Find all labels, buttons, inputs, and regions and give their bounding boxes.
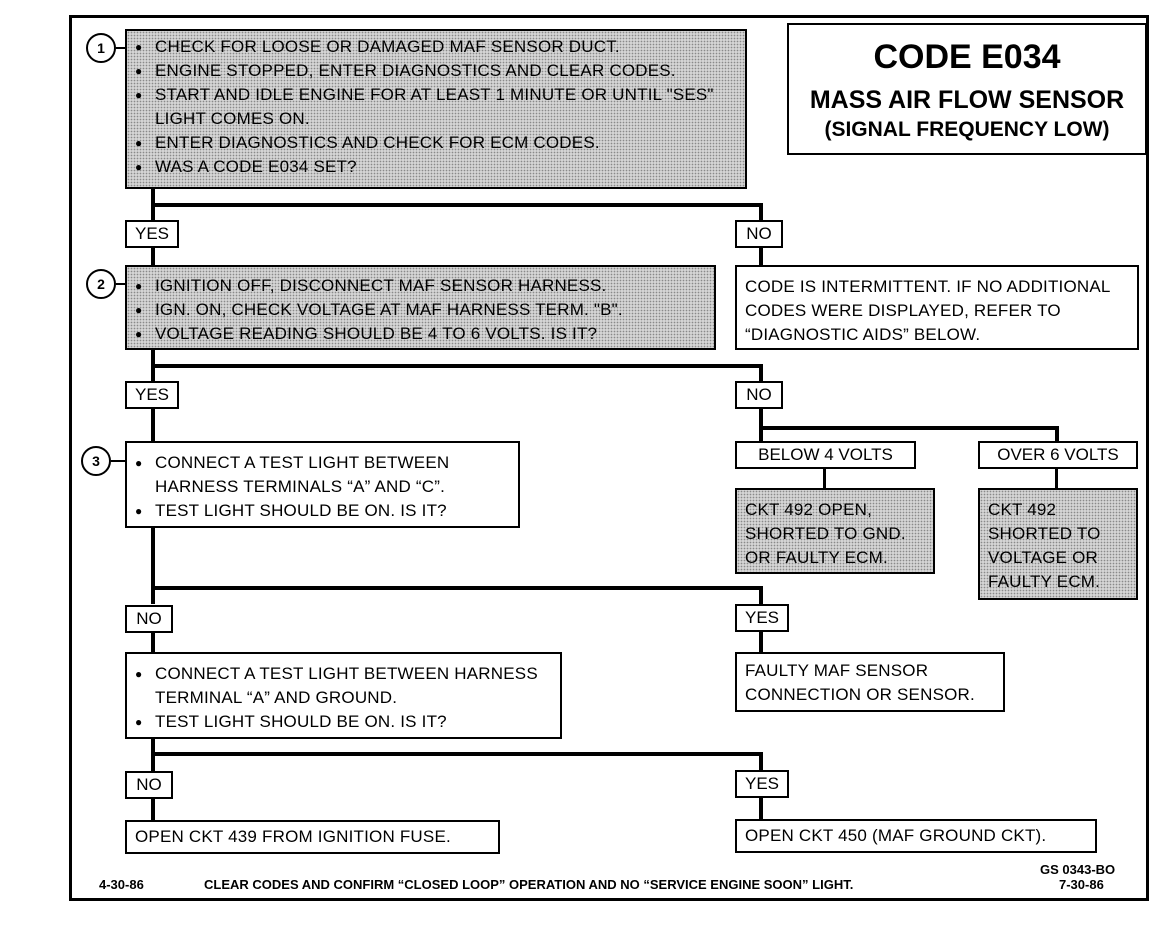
footer-date-right: 7-30-86 [1059,877,1104,892]
step-2-item: IGNITION OFF, DISCONNECT MAF SENSOR HARN… [127,274,714,298]
branch-line [151,409,155,441]
step-2-box: IGNITION OFF, DISCONNECT MAF SENSOR HARN… [125,265,716,350]
branch-line [151,248,155,266]
step-3-number: 3 [81,446,111,476]
step-1-item: ENTER DIAGNOSTICS AND CHECK FOR ECM CODE… [127,131,745,155]
step-1-item: ENGINE STOPPED, ENTER DIAGNOSTICS AND CL… [127,59,745,83]
no-label: NO [735,220,783,248]
code-title: CODE E034 [873,38,1061,76]
yes-label: YES [125,381,179,409]
branch-line [1055,426,1059,441]
over-6-volts-label: OVER 6 VOLTS [978,441,1138,469]
step-4-item: CONNECT A TEST LIGHT BETWEEN HARNESS TER… [127,662,560,710]
diagram-frame [69,15,1149,901]
faulty-maf-result: FAULTY MAF SENSOR CONNECTION OR SENSOR. [735,652,1005,712]
no-label: NO [735,381,783,409]
branch-line [759,248,763,266]
step-3-item: TEST LIGHT SHOULD BE ON. IS IT? [127,499,518,523]
no-label: NO [125,771,173,799]
footer-note: CLEAR CODES AND CONFIRM “CLOSED LOOP” OP… [204,877,854,892]
open-ckt450-result: OPEN CKT 450 (MAF GROUND CKT). [735,819,1097,853]
step-2-item: VOLTAGE READING SHOULD BE 4 TO 6 VOLTS. … [127,322,714,346]
footer-ref: GS 0343-BO [1040,862,1116,877]
ckt492-open-result: CKT 492 OPEN, SHORTED TO GND. OR FAULTY … [735,488,935,574]
branch-line [759,409,763,441]
step-1-number: 1 [86,33,116,63]
branch-line [151,799,155,820]
step-4-item: TEST LIGHT SHOULD BE ON. IS IT? [127,710,560,734]
branch-line [759,586,763,604]
intermittent-result: CODE IS INTERMITTENT. IF NO ADDITIONAL C… [735,265,1139,350]
connector [116,47,126,49]
step-1-box: CHECK FOR LOOSE OR DAMAGED MAF SENSOR DU… [125,29,747,189]
branch-line [759,364,763,382]
below-4-volts-label: BELOW 4 VOLTS [735,441,916,469]
branch-line [759,752,763,770]
branch-line [823,467,826,489]
step-2-number: 2 [86,269,116,299]
step-2-item: IGN. ON, CHECK VOLTAGE AT MAF HARNESS TE… [127,298,714,322]
sensor-subtitle: (SIGNAL FREQUENCY LOW) [824,118,1110,141]
branch-line [151,203,763,207]
step-1-item: WAS A CODE E034 SET? [127,155,745,179]
title-box: CODE E034 MASS AIR FLOW SENSOR (SIGNAL F… [787,23,1147,155]
ckt492-short-result: CKT 492 SHORTED TO VOLTAGE OR FAULTY ECM… [978,488,1138,600]
branch-line [759,798,763,819]
sensor-title: MASS AIR FLOW SENSOR [809,86,1125,114]
step-1-item: START AND IDLE ENGINE FOR AT LEAST 1 MIN… [127,83,745,131]
step-1-item: CHECK FOR LOOSE OR DAMAGED MAF SENSOR DU… [127,35,745,59]
branch-line [759,426,1059,430]
branch-line [151,633,155,653]
branch-line [759,632,763,652]
branch-line [151,528,155,604]
branch-line [151,752,763,756]
connector [111,460,126,462]
footer-date-left: 4-30-86 [99,877,144,892]
branch-line [759,203,763,221]
connector [116,283,126,285]
branch-line [1055,467,1058,489]
yes-label: YES [125,220,179,248]
step-3-item: CONNECT A TEST LIGHT BETWEEN HARNESS TER… [127,451,518,499]
no-label: NO [125,605,173,633]
branch-line [151,586,763,590]
yes-label: YES [735,604,789,632]
step-4-box: CONNECT A TEST LIGHT BETWEEN HARNESS TER… [125,652,562,739]
yes-label: YES [735,770,789,798]
step-3-box: CONNECT A TEST LIGHT BETWEEN HARNESS TER… [125,441,520,528]
branch-line [151,364,763,368]
open-ckt439-result: OPEN CKT 439 FROM IGNITION FUSE. [125,820,500,854]
